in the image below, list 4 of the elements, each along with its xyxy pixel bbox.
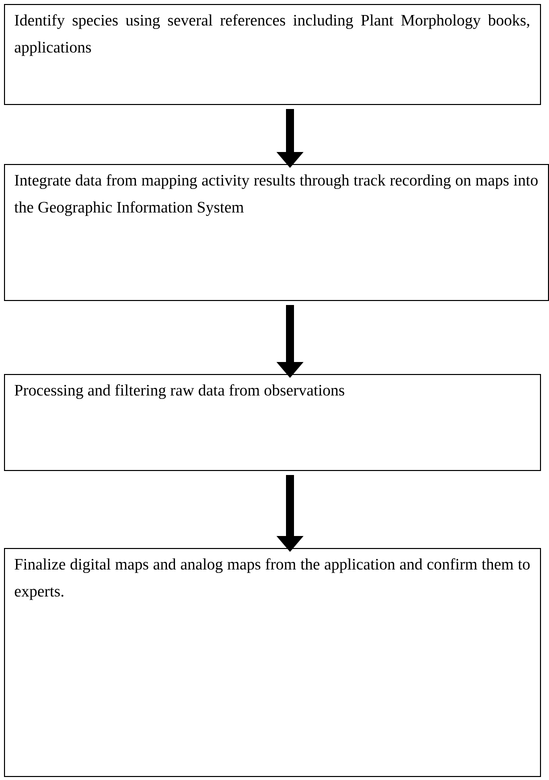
process-box: Identify species using several references including Plant Morphology books, applications — [4, 4, 541, 105]
process-box: Processing and filtering raw data from observations — [4, 374, 541, 471]
process-box: Finalize digital maps and analog maps from the application and confirm them to experts. — [4, 548, 541, 777]
process-box: Integrate data from mapping activity results through track recording on maps into the Geographic Information System — [4, 164, 549, 301]
